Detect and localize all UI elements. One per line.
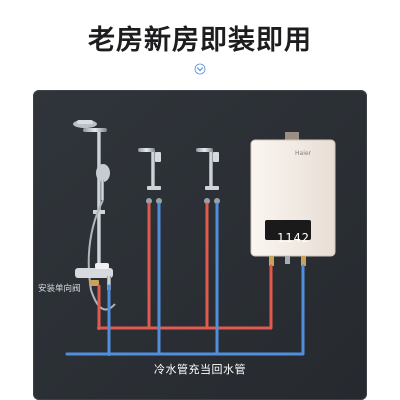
faucet-one [138, 148, 162, 204]
faucet-two [196, 148, 220, 204]
heater-brand-label: Haier [295, 150, 312, 157]
heater-display-panel [265, 220, 311, 240]
installation-scene [33, 90, 367, 400]
water-heater [250, 132, 336, 266]
chevron-down-icon [194, 63, 206, 75]
shower-system [73, 120, 116, 311]
cold-water-pipes [65, 202, 305, 356]
headline: 老房新房即装即用 [88, 25, 312, 56]
heater-display-readout: 1142 [277, 231, 310, 245]
hot-water-pipes [97, 202, 273, 330]
pipe-caption: 冷水管充当回水管 [154, 363, 246, 376]
valve-label: 安装单向阀 [38, 284, 81, 294]
